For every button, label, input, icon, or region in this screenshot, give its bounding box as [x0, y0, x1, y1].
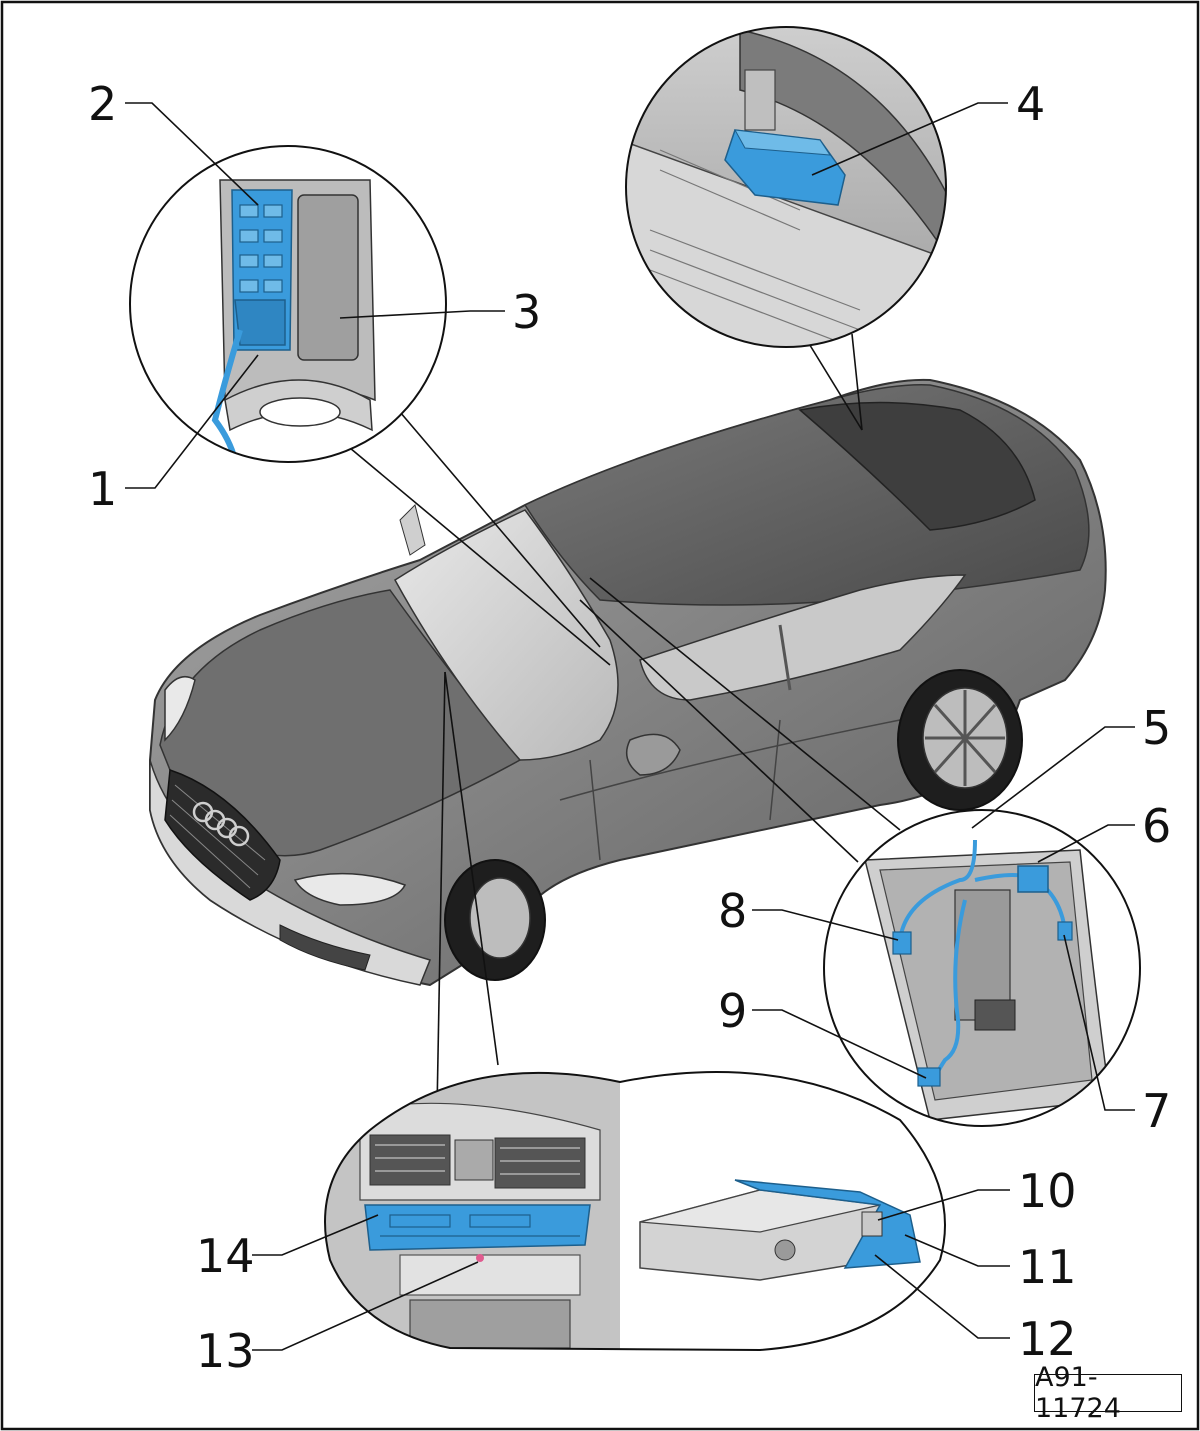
- callout-number-5: 5: [1142, 701, 1172, 755]
- callout-number-9: 9: [718, 984, 748, 1038]
- callout-number-14: 14: [196, 1229, 255, 1283]
- figure-reference-code: A91-11724: [1034, 1362, 1182, 1424]
- callout-number-3: 3: [512, 285, 542, 339]
- car-illustration: [149, 378, 1107, 987]
- callout-number-2: 2: [88, 77, 118, 131]
- callout-number-4: 4: [1016, 77, 1046, 131]
- callout-number-10: 10: [1018, 1164, 1077, 1218]
- inset-dashboard-units: [324, 1071, 946, 1352]
- callout-number-12: 12: [1018, 1312, 1077, 1366]
- inset-roof-control-unit: [625, 26, 947, 348]
- callout-number-11: 11: [1018, 1240, 1077, 1294]
- callout-number-8: 8: [718, 884, 748, 938]
- callout-number-13: 13: [196, 1324, 255, 1378]
- callout-number-7: 7: [1142, 1084, 1172, 1138]
- callout-number-6: 6: [1142, 799, 1172, 853]
- inset-roof-module: [823, 809, 1141, 1127]
- inset-leader-lines: [349, 333, 901, 1111]
- callout-number-1: 1: [88, 462, 118, 516]
- inset-fuse-relay-box: [129, 145, 447, 463]
- callout-leader-lines: [125, 102, 1135, 1351]
